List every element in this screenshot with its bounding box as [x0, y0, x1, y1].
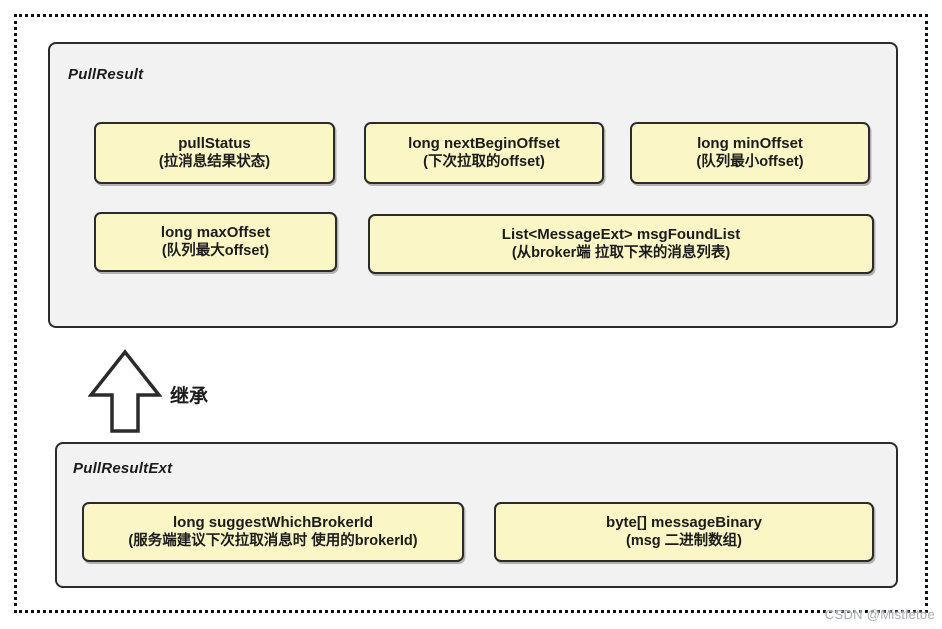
- field-title: long nextBeginOffset: [408, 134, 560, 152]
- field-box-msgfoundlist: List<MessageExt> msgFoundList (从broker端 …: [368, 214, 874, 274]
- field-box-minoffset: long minOffset (队列最小offset): [630, 122, 870, 184]
- inheritance-label: 继承: [170, 386, 209, 407]
- field-title: long maxOffset: [160, 223, 271, 241]
- field-desc: (msg 二进制数组): [626, 533, 742, 550]
- field-desc: (拉消息结果状态): [158, 154, 271, 171]
- field-desc: (服务端建议下次拉取消息时 使用的brokerId): [128, 533, 418, 550]
- class-panel-pullresult: PullResult pullStatus (拉消息结果状态) long nex…: [48, 42, 898, 328]
- class-title-pullresultext: PullResultExt: [73, 460, 173, 477]
- dotted-outer-border: [14, 14, 928, 613]
- field-desc: (从broker端 拉取下来的消息列表): [511, 245, 731, 262]
- field-desc: (队列最大offset): [161, 243, 270, 260]
- class-panel-pullresultext: PullResultExt long suggestWhichBrokerId …: [55, 442, 898, 588]
- field-title: List<MessageExt> msgFoundList: [501, 225, 741, 243]
- field-title: byte[] messageBinary: [606, 513, 762, 531]
- field-title: pullStatus: [178, 134, 251, 152]
- field-desc: (队列最小offset): [696, 154, 804, 171]
- field-box-pullstatus: pullStatus (拉消息结果状态): [94, 122, 335, 184]
- watermark-text: CSDN @Mistletoe: [824, 607, 935, 622]
- field-box-maxoffset: long maxOffset (队列最大offset): [94, 212, 337, 272]
- field-box-messagebinary: byte[] messageBinary (msg 二进制数组): [494, 502, 874, 562]
- class-title-pullresult: PullResult: [68, 66, 144, 83]
- field-box-suggestwhichbrokerid: long suggestWhichBrokerId (服务端建议下次拉取消息时 …: [82, 502, 464, 562]
- field-title: long minOffset: [697, 134, 803, 152]
- field-title: long suggestWhichBrokerId: [172, 513, 373, 531]
- field-box-nextbeginoffset: long nextBeginOffset (下次拉取的offset): [364, 122, 604, 184]
- inheritance-arrow-icon: [88, 349, 162, 433]
- field-desc: (下次拉取的offset): [423, 154, 545, 171]
